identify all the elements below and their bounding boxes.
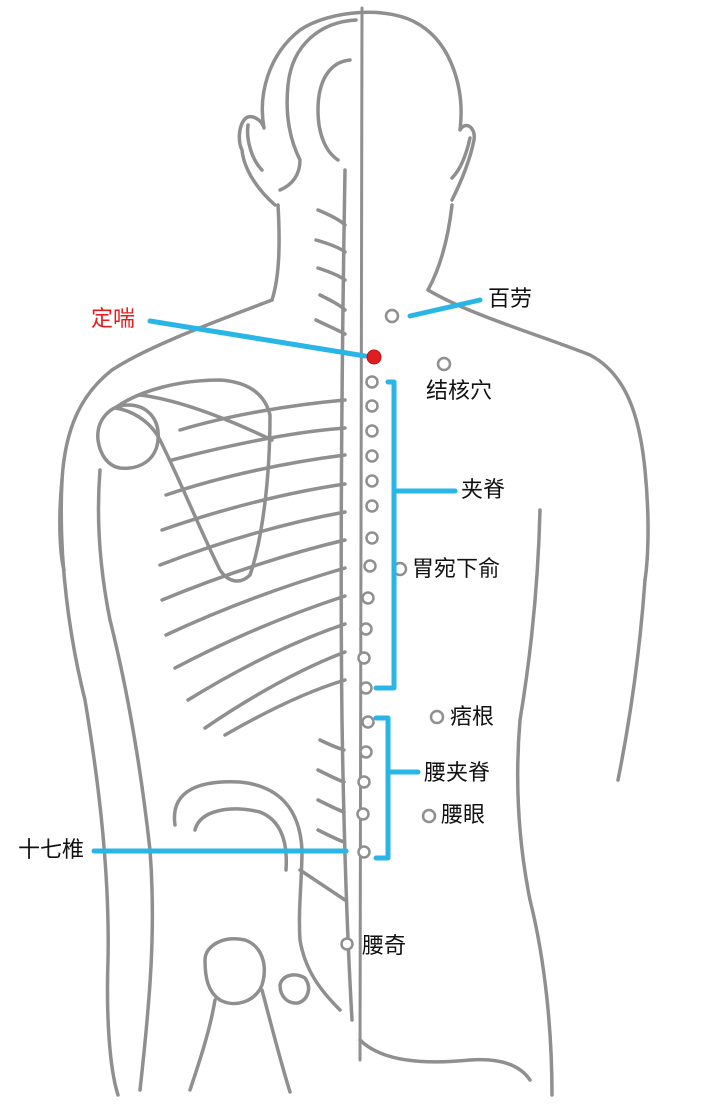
acupoint-dot (359, 745, 373, 759)
dingchuan-label: 定喘 (91, 307, 136, 332)
dingchuan-point (366, 349, 382, 365)
femur-2 (260, 988, 292, 1094)
jiehexue-dot (436, 356, 452, 372)
skull-outline (278, 18, 358, 192)
jiehexue-label: 结核穴 (426, 379, 493, 404)
obturator (278, 973, 311, 1005)
jiaji-bracket (373, 379, 397, 691)
acupoint-dots (340, 308, 452, 951)
neck-right (426, 203, 454, 292)
right-trunk (515, 508, 554, 1097)
femur (188, 998, 217, 1092)
left-arm-outer (59, 478, 120, 1097)
right-arm (616, 578, 647, 782)
humerus-head (96, 403, 160, 470)
acupoint-dot (356, 807, 370, 821)
dingchuan-pointer (147, 318, 368, 359)
femur-head (203, 937, 267, 1006)
acupoint-dot (359, 622, 373, 636)
bailao-dot (384, 308, 400, 324)
pigen-dot (429, 709, 445, 725)
ilium (172, 780, 342, 1012)
pointer-lines (91, 297, 483, 861)
acupoint-dot (365, 499, 379, 513)
acupoint-dot (365, 531, 379, 545)
acupoint-dot (361, 591, 375, 605)
acupoint-dot (365, 424, 379, 438)
bailao-label: 百劳 (488, 287, 533, 312)
neck-left (270, 203, 281, 302)
left-arm-inner (96, 468, 155, 1092)
head-outline (237, 10, 476, 207)
acupoint-dot (361, 715, 375, 729)
body-outline (58, 6, 650, 1097)
acupoint-dot (365, 399, 379, 413)
weiwanxiashu-label: 胃宛下俞 (412, 557, 501, 582)
right-ear (450, 136, 472, 180)
skull-inner (316, 58, 352, 162)
ilium-inner (193, 807, 289, 872)
shoulder-right (426, 288, 650, 582)
pigen-label: 痞根 (450, 705, 495, 730)
yaoyan-dot (421, 808, 437, 824)
sacrum (298, 868, 347, 902)
acupoint-dot (363, 559, 377, 573)
yaoqi-label: 腰奇 (362, 934, 407, 959)
shiqizhui-label: 十七椎 (18, 838, 85, 863)
acupoint-dot (357, 651, 371, 665)
bailao-pointer (407, 297, 483, 319)
acupoint-dot (365, 474, 379, 488)
acupoint-dot (365, 449, 379, 463)
left-ear (245, 123, 264, 172)
spine-edge (339, 168, 354, 1022)
buttock-right (358, 1038, 532, 1082)
jiaji-label: 夹脊 (461, 478, 506, 503)
acupoint-dot (357, 775, 371, 789)
acupoint-dot (359, 681, 373, 695)
scapula-spine (138, 393, 274, 442)
acupoint-dot (365, 375, 379, 389)
yaojiaji-label: 腰夹脊 (424, 761, 491, 786)
scapula (113, 378, 272, 583)
yaojiaji-bracket (373, 715, 391, 861)
body-midline (358, 6, 364, 1062)
acupoint-dot (357, 845, 371, 859)
yaoyan-label: 腰眼 (441, 803, 486, 828)
acupoint-dot (340, 937, 354, 951)
